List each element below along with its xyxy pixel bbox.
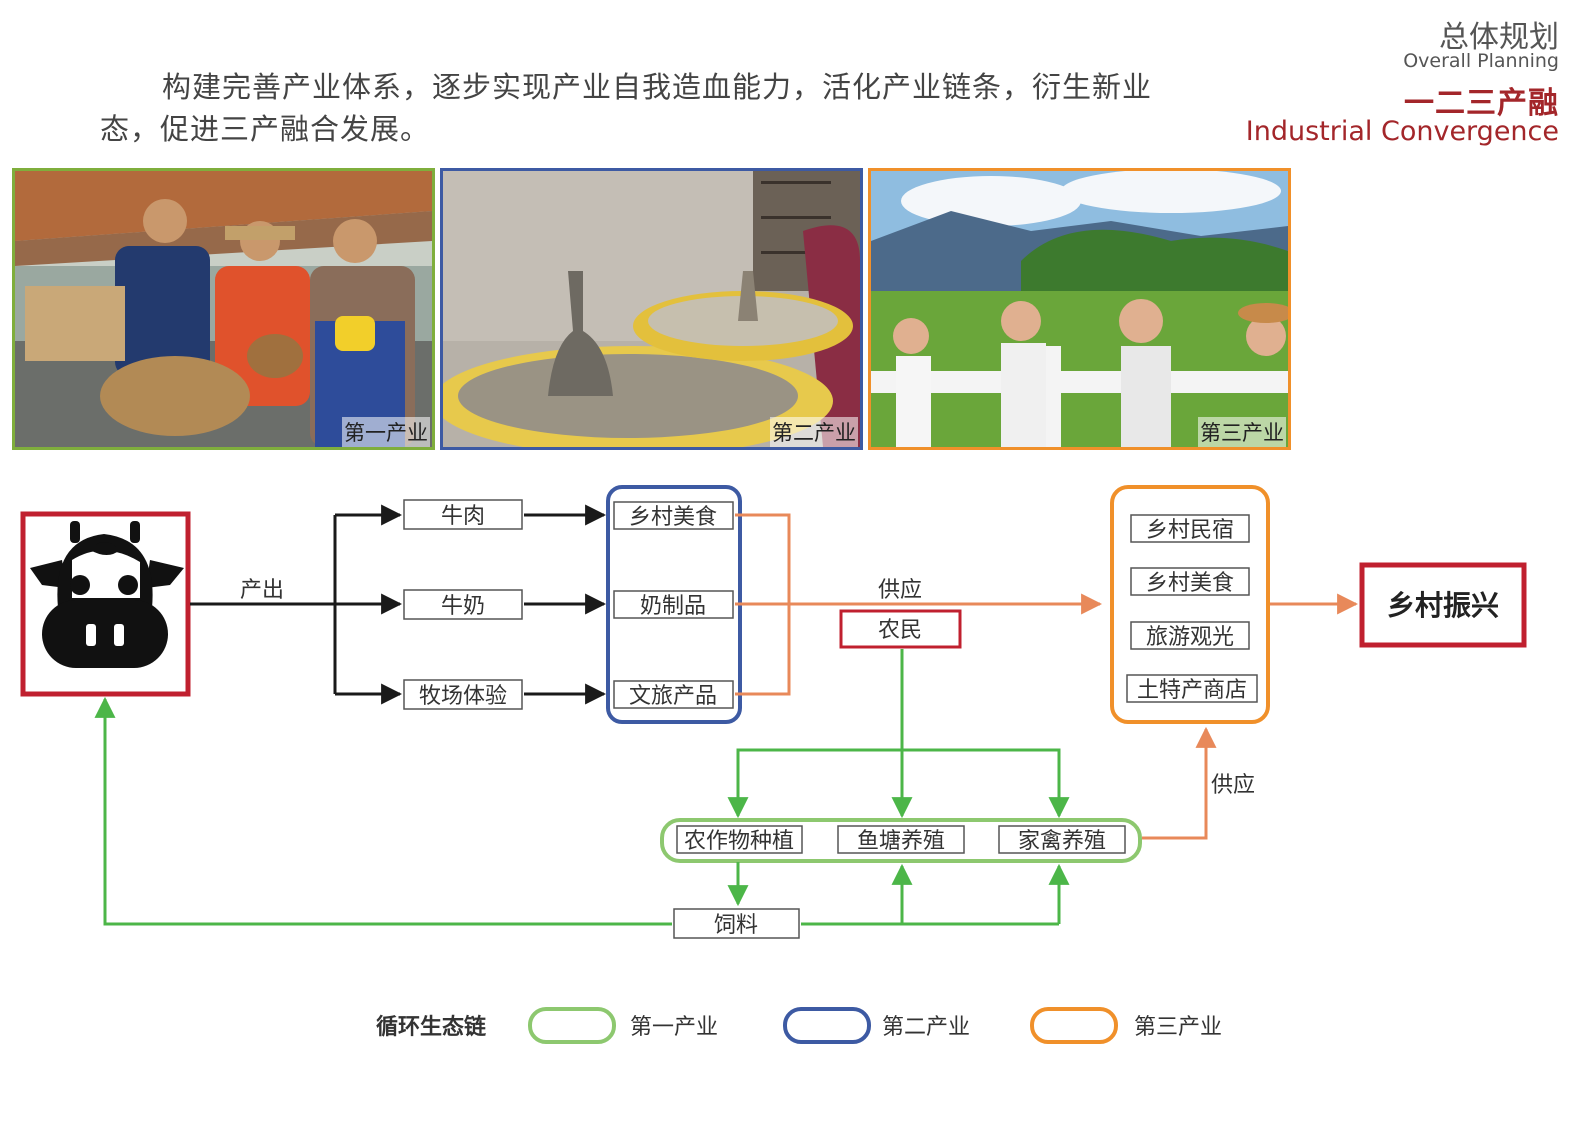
- tertiary-sightseeing: 旅游观光: [1130, 621, 1250, 650]
- legend-item-primary: 第一产业: [528, 1007, 718, 1044]
- intro-paragraph: 构建完善产业体系，逐步实现产业自我造血能力，活化产业链条，衍生新业态，促进三产融…: [100, 70, 1153, 146]
- section-title: 一二三产融: [1404, 86, 1559, 121]
- svg-text:农民: 农民: [878, 618, 922, 643]
- primary-industry-group: [660, 818, 1142, 863]
- svg-text:乡村振兴: 乡村振兴: [1387, 589, 1499, 622]
- supply-label-top: 供应: [878, 578, 922, 603]
- svg-text:旅游观光: 旅游观光: [1146, 625, 1234, 650]
- cow-icon: [30, 521, 184, 668]
- svg-text:乡村民宿: 乡村民宿: [1146, 518, 1234, 543]
- product-ranch-experience: 牧场体验: [403, 679, 523, 710]
- supply-label-right: 供应: [1211, 773, 1255, 798]
- photo-primary-industry: 第一产业: [12, 168, 435, 450]
- tertiary-specialty-store: 土特产商店: [1126, 674, 1258, 703]
- tertiary-industry-group: [1110, 485, 1270, 724]
- header-subtitle: Overall Planning: [1403, 50, 1559, 72]
- industry-flow-diagram: 产出 牛肉 牛奶 牧场体验 乡村美食 奶制品 文旅产品 供应 农民 乡村民宿: [20, 485, 1527, 1044]
- svg-text:牛奶: 牛奶: [441, 594, 485, 619]
- legend-title: 循环生态链: [376, 1014, 486, 1040]
- primary-poultry: 家禽养殖: [998, 825, 1126, 854]
- farm-children-illustration: [871, 171, 1288, 447]
- legend-item-secondary: 第二产业: [783, 1007, 970, 1044]
- svg-text:奶制品: 奶制品: [640, 594, 706, 619]
- svg-text:文旅产品: 文旅产品: [629, 684, 717, 709]
- product-beef: 牛肉: [403, 499, 523, 530]
- output-label: 产出: [240, 578, 284, 603]
- feed-box: 饲料: [673, 908, 800, 939]
- photo-caption: 第二产业: [770, 417, 858, 447]
- photo-tertiary-industry: 第三产业: [868, 168, 1291, 450]
- tertiary-rural-food: 乡村美食: [1130, 567, 1250, 596]
- svg-text:饲料: 饲料: [714, 913, 758, 938]
- photo-caption: 第一产业: [342, 417, 430, 447]
- svg-text:土特产商店: 土特产商店: [1137, 678, 1247, 703]
- svg-text:鱼塘养殖: 鱼塘养殖: [857, 829, 945, 854]
- farmer-distribution-line: [736, 748, 1061, 814]
- svg-text:家禽养殖: 家禽养殖: [1018, 829, 1106, 854]
- svg-text:第二产业: 第二产业: [882, 1015, 970, 1040]
- secondary-cultural-tourism: 文旅产品: [613, 680, 734, 709]
- photo-caption: 第三产业: [1198, 417, 1286, 447]
- primary-crop-planting: 农作物种植: [676, 825, 803, 854]
- section-title-en: Industrial Convergence: [1245, 116, 1559, 147]
- primary-fishpond: 鱼塘养殖: [837, 825, 965, 854]
- legend-item-tertiary: 第三产业: [1030, 1007, 1222, 1044]
- header-title: 总体规划: [1439, 20, 1559, 55]
- goal-box: 乡村振兴: [1359, 562, 1527, 648]
- primary-supply-arrow: [1142, 726, 1217, 840]
- svg-text:牛肉: 牛肉: [441, 504, 485, 529]
- secondary-dairy-products: 奶制品: [613, 590, 734, 619]
- photo-secondary-industry: 第二产业: [440, 168, 863, 450]
- feed-to-cow-arrow: [94, 696, 672, 926]
- pottery-wheel-illustration: [443, 171, 860, 447]
- product-milk: 牛奶: [403, 589, 523, 620]
- tertiary-homestay: 乡村民宿: [1130, 514, 1250, 543]
- svg-text:乡村美食: 乡村美食: [629, 505, 717, 530]
- farmer-box: 农民: [839, 609, 962, 649]
- market-vendors-illustration: [15, 171, 432, 447]
- svg-text:第一产业: 第一产业: [630, 1015, 718, 1040]
- svg-text:农作物种植: 农作物种植: [684, 829, 794, 854]
- svg-text:牧场体验: 牧场体验: [419, 684, 507, 709]
- svg-text:第三产业: 第三产业: [1134, 1015, 1222, 1040]
- secondary-rural-food: 乡村美食: [613, 501, 734, 530]
- svg-text:乡村美食: 乡村美食: [1146, 571, 1234, 596]
